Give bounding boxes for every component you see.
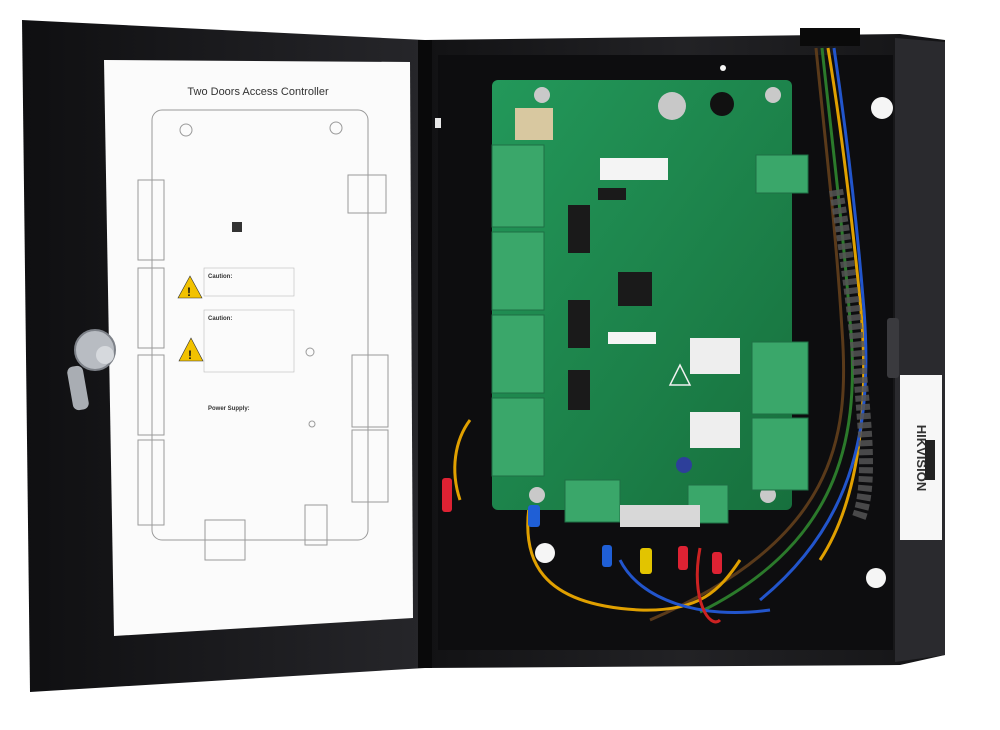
door-lock-icon xyxy=(67,329,116,411)
warning-icon xyxy=(177,275,203,299)
enclosure-door: Two Doors Access Controller ! Caution: xyxy=(22,20,432,692)
wiring-label-sheet: Two Doors Access Controller ! Caution: xyxy=(104,60,413,636)
mount-hole xyxy=(871,97,893,119)
brand-label: HIKVISION xyxy=(900,375,942,540)
caution-box-1: ! Caution: xyxy=(177,267,295,299)
caution-1-heading: Caution: xyxy=(208,274,232,280)
pcb-board xyxy=(491,80,809,527)
svg-text:!: ! xyxy=(187,285,191,299)
terminal-block-left xyxy=(491,144,545,477)
mount-hole xyxy=(866,568,886,588)
caution-2-heading: Caution: xyxy=(208,316,232,322)
caution-box-2: ! Caution: xyxy=(178,309,295,373)
warning-icon xyxy=(178,337,204,362)
svg-text:!: ! xyxy=(188,348,192,362)
crimp-terminals xyxy=(442,478,722,574)
power-supply-heading: Power Supply: xyxy=(208,406,250,412)
mount-hole xyxy=(535,543,555,563)
terminal-block-right xyxy=(751,154,809,491)
label-title: Two Doors Access Controller xyxy=(187,86,329,98)
